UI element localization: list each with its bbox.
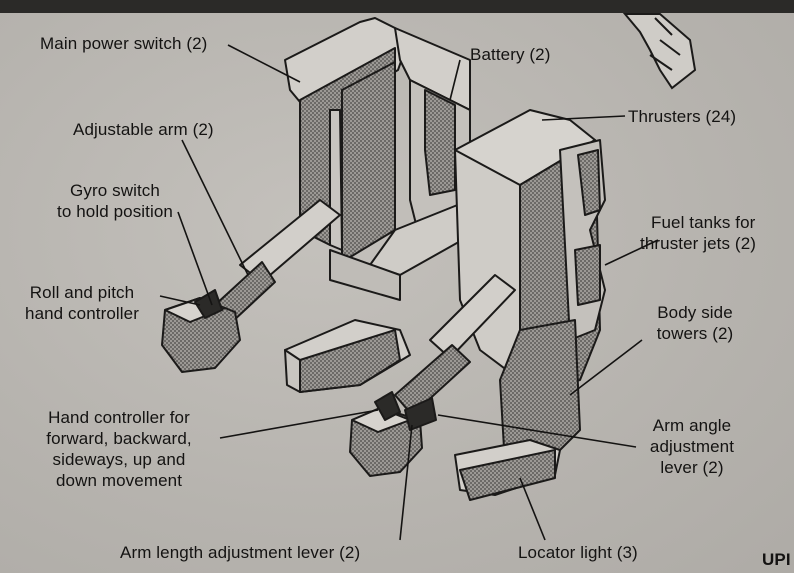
label-roll-pitch: Roll and pitch hand controller — [0, 282, 164, 324]
lower-body — [284, 319, 411, 393]
label-gyro-switch: Gyro switch to hold position — [30, 180, 200, 222]
top-dark-band — [0, 0, 794, 13]
right-arm — [349, 274, 516, 477]
hand-line-4: down movement — [55, 471, 183, 490]
label-body-towers: Body side towers (2) — [630, 302, 760, 344]
body-line-2: towers (2) — [656, 324, 734, 343]
arm-angle-line-3: lever (2) — [660, 458, 724, 477]
label-arm-length: Arm length adjustment lever (2) — [120, 543, 361, 562]
roll-line-1: Roll and pitch — [29, 283, 135, 302]
astronaut-leg-fragment — [622, 13, 697, 90]
label-thrusters: Thrusters (24) — [628, 107, 737, 126]
left-arm — [161, 199, 341, 373]
hand-line-1: Hand controller for — [48, 408, 190, 427]
gyro-line-1: Gyro switch — [70, 181, 160, 200]
gyro-line-2: to hold position — [57, 202, 173, 221]
hand-line-2: forward, backward, — [46, 429, 192, 448]
label-battery: Battery (2) — [470, 45, 551, 64]
arm-angle-line-2: adjustment — [649, 437, 735, 456]
label-arm-angle: Arm angle adjustment lever (2) — [630, 415, 754, 478]
center-frame — [329, 27, 481, 301]
label-hand-controller: Hand controller for forward, backward, s… — [4, 407, 234, 491]
label-adjustable-arm: Adjustable arm (2) — [73, 120, 214, 139]
roll-line-2: hand controller — [25, 304, 139, 323]
arm-angle-line-1: Arm angle — [652, 416, 732, 435]
hand-line-3: sideways, up and — [52, 450, 186, 469]
label-main-power-switch: Main power switch (2) — [40, 34, 208, 53]
left-tower — [284, 17, 406, 263]
leader-lines — [159, 44, 659, 541]
label-fuel-tanks: Fuel tanks for thruster jets (2) — [640, 212, 794, 254]
label-locator-light: Locator light (3) — [518, 543, 638, 562]
fuel-line-2: thruster jets (2) — [640, 234, 757, 253]
fuel-line-1: Fuel tanks for — [651, 213, 756, 232]
body-line-1: Body side — [657, 303, 733, 322]
label-upi-credit: UPI — [762, 550, 791, 569]
